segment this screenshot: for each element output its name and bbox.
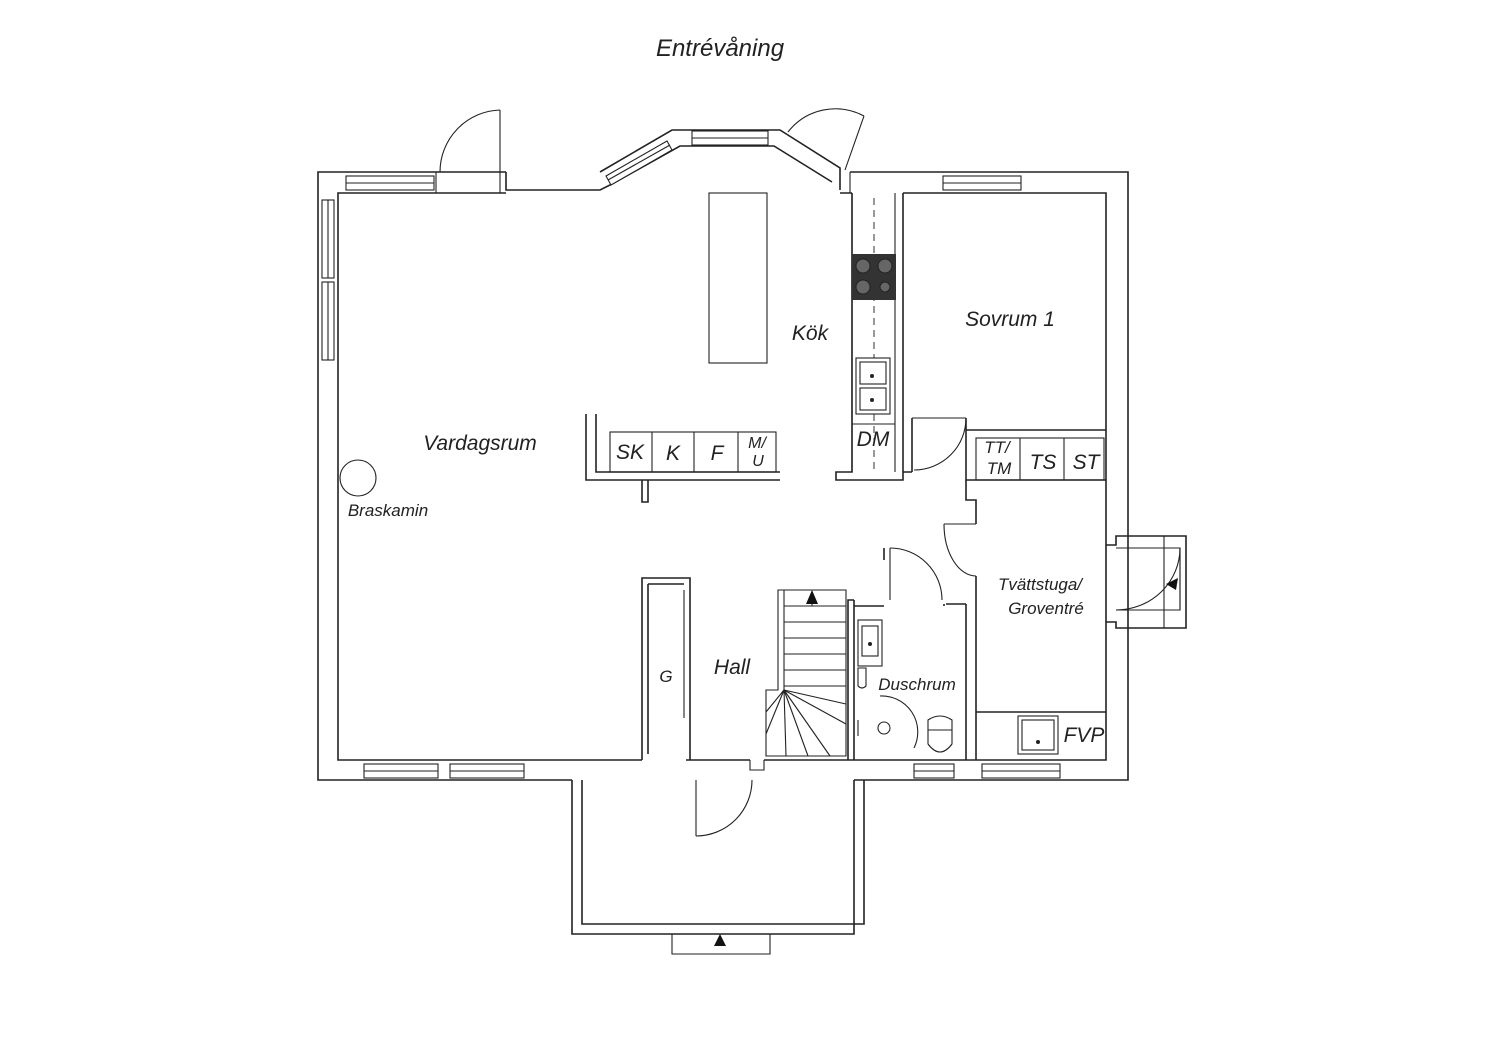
tm-label-line2: TM — [987, 459, 1012, 478]
mu-label-line1: M/ — [748, 435, 767, 452]
shower-drain-icon — [877, 721, 891, 735]
fireplace-icon — [339, 459, 377, 497]
exterior-walls — [317, 129, 1129, 781]
braskamin-label: Braskamin — [348, 501, 428, 520]
st-label: ST — [1073, 451, 1102, 474]
dm-label: DM — [857, 428, 890, 451]
mu-label-line2: U — [752, 453, 764, 470]
kitchen-fixtures — [708, 192, 896, 470]
plan-title: Entrévåning — [656, 35, 785, 62]
bathroom-fixtures — [857, 619, 953, 753]
fixture-labels: Braskamin SK K F M/ U DM TT/ TM TS ST G … — [348, 428, 1105, 747]
windows — [321, 130, 1061, 779]
interior-walls — [571, 193, 1187, 955]
room-duschrum-label: Duschrum — [878, 675, 955, 694]
kitchen-island — [708, 192, 768, 364]
room-groventre-label: Groventré — [1008, 599, 1084, 618]
room-kok-label: Kök — [792, 322, 830, 345]
room-labels: Vardagsrum Kök Sovrum 1 Hall Duschrum Tv… — [423, 308, 1084, 694]
fvp-label: FVP — [1064, 724, 1105, 747]
storage-shelves — [609, 431, 777, 473]
k-label: K — [666, 442, 681, 465]
room-vardagsrum-label: Vardagsrum — [423, 432, 537, 455]
utility-sink-icon — [1017, 715, 1059, 755]
entrance-arrow-icon — [714, 934, 726, 946]
room-tvattstuga-label: Tvättstuga/ — [998, 575, 1084, 594]
staircase — [765, 589, 847, 757]
room-hall-label: Hall — [714, 656, 752, 679]
ts-label: TS — [1030, 451, 1057, 474]
toilet-icon — [927, 715, 953, 731]
sink-icon — [855, 357, 891, 415]
side-entrance-arrow-icon — [1166, 578, 1178, 590]
stair-up-arrow-icon — [806, 590, 818, 604]
washbasin-icon — [857, 619, 883, 667]
sk-label: SK — [616, 441, 645, 464]
tt-label-line1: TT/ — [984, 438, 1012, 457]
g-label: G — [659, 667, 672, 686]
laundry-appliances — [975, 437, 1105, 755]
f-label: F — [711, 442, 725, 465]
room-sovrum-label: Sovrum 1 — [965, 308, 1055, 331]
